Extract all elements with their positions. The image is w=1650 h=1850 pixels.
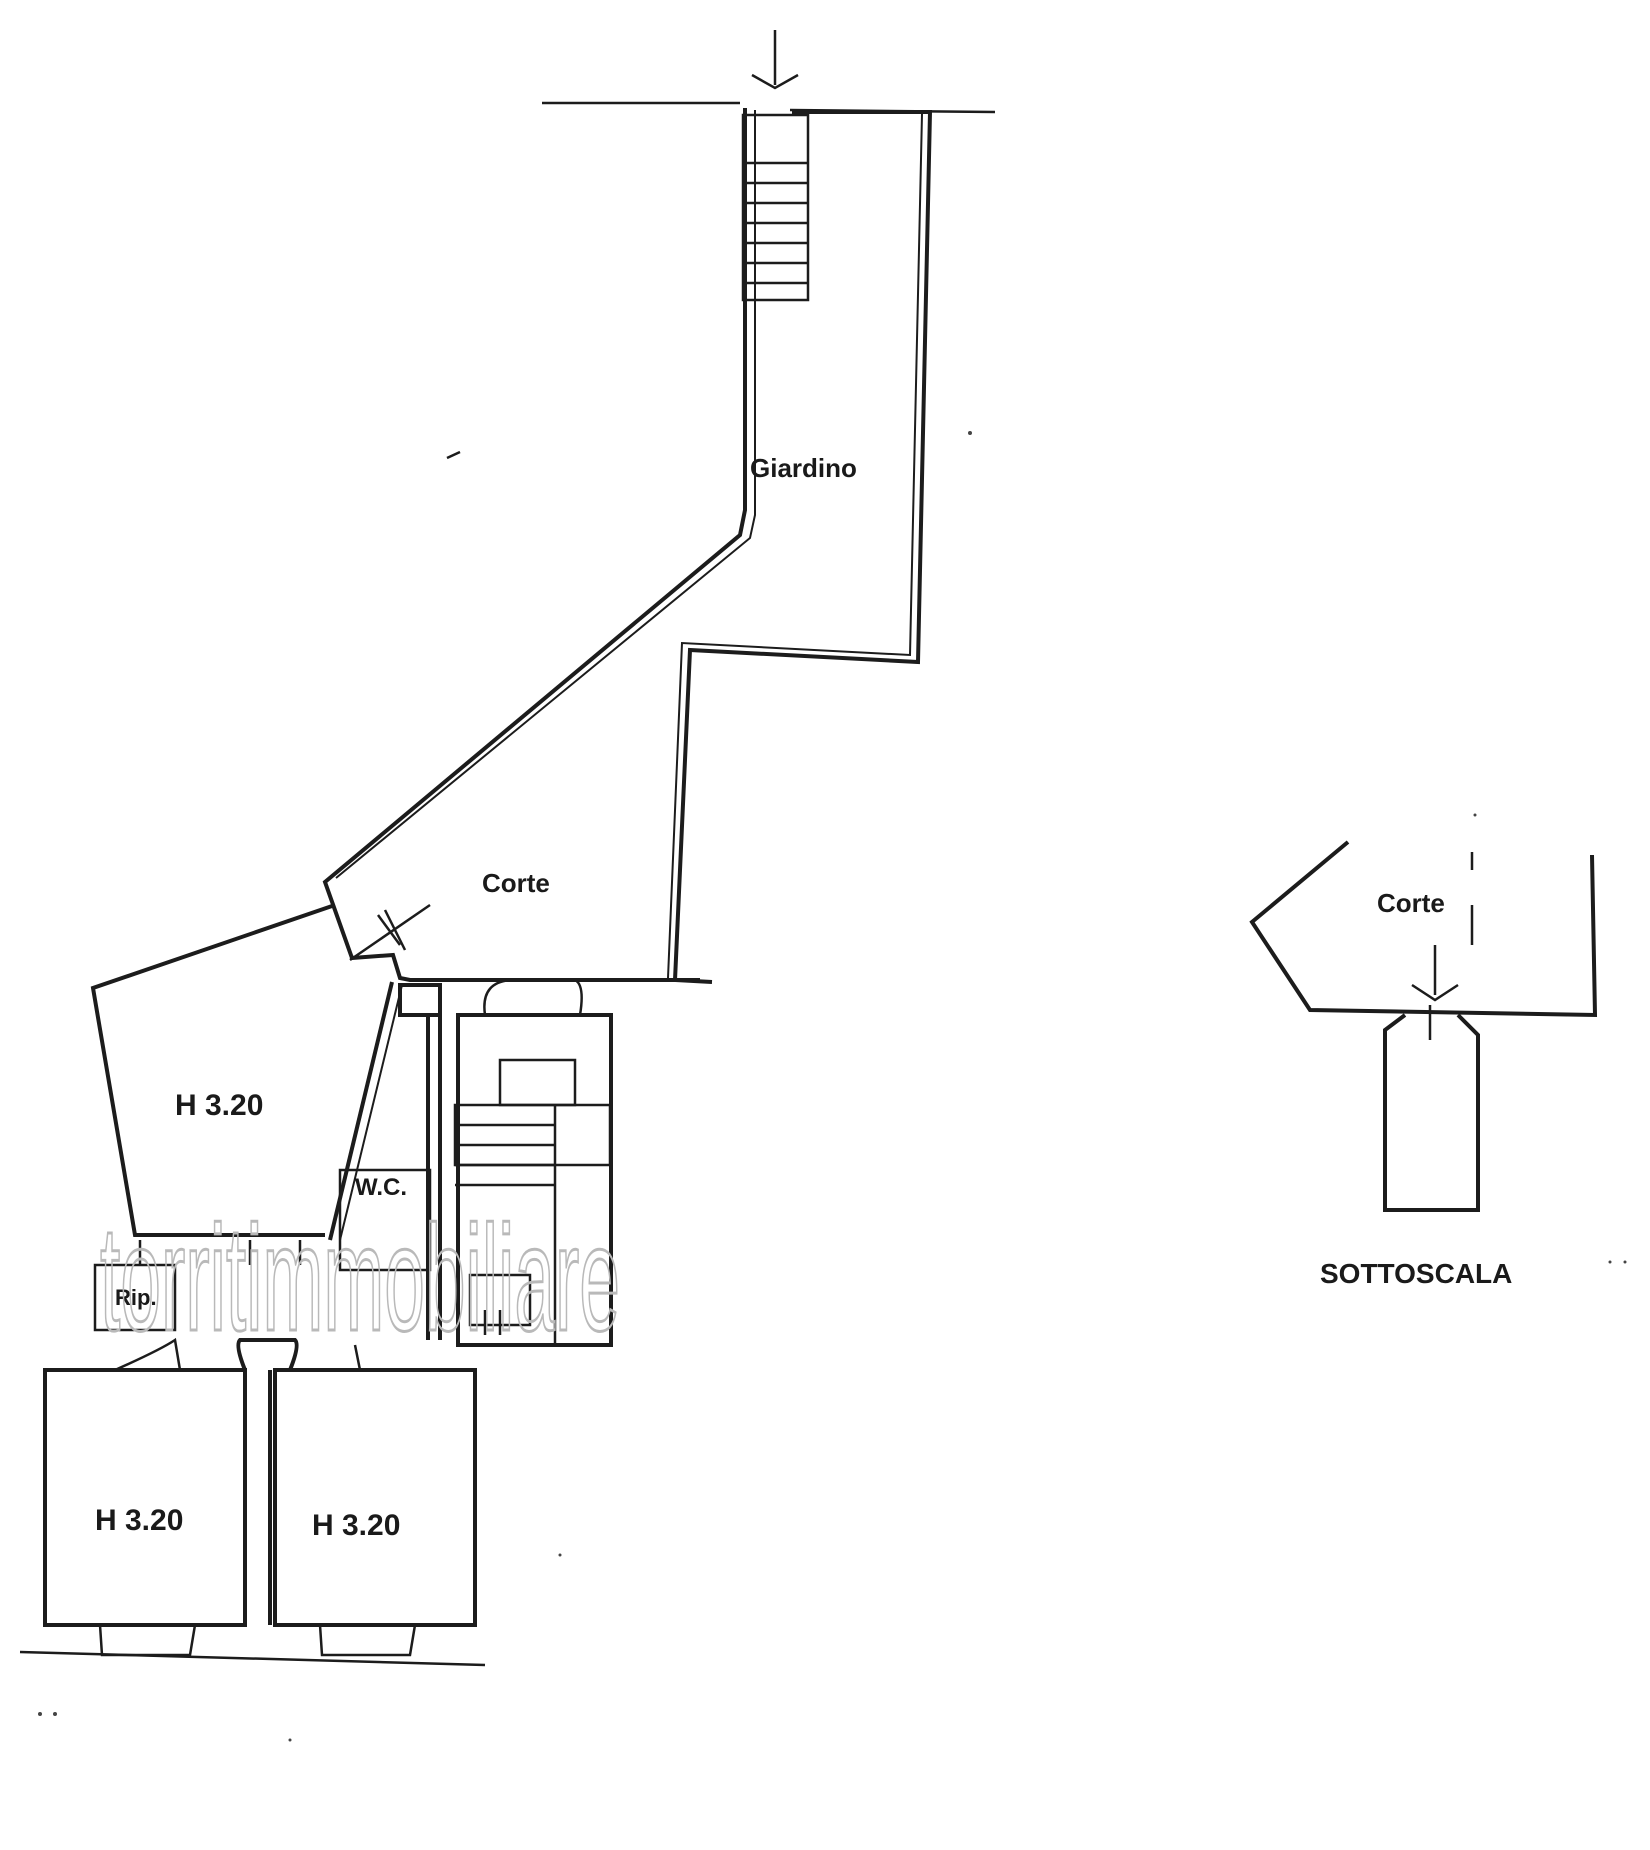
scan-specks	[38, 431, 1627, 1742]
center-column	[236, 1338, 299, 1625]
rip-label: Rip.	[115, 1285, 157, 1310]
inner-stair-block	[453, 978, 613, 1347]
corte-sottoscala-label: Corte	[1377, 888, 1445, 918]
giardino-label: Giardino	[750, 453, 857, 483]
lower-right-room-height-label: H 3.20	[312, 1509, 400, 1542]
garden-stair	[741, 113, 810, 302]
entrance-arrow-top	[751, 30, 799, 90]
sottoscala-room	[1383, 1005, 1480, 1212]
lower-right-room	[273, 1344, 477, 1657]
bottom-street-line	[19, 1650, 486, 1667]
giardino-corte-walls	[322, 108, 933, 984]
sottoscala-corte	[1249, 840, 1598, 1018]
corte-door-arrow	[349, 903, 431, 962]
wc-label: W.C.	[355, 1174, 407, 1201]
sottoscala-entrance-arrow	[1411, 945, 1459, 1002]
sottoscala-title: SOTTOSCALA	[1320, 1258, 1512, 1289]
service-block	[93, 983, 442, 1340]
watermark-text: torritimmobiliare	[100, 1194, 620, 1362]
lower-left-room-height-label: H 3.20	[95, 1504, 183, 1537]
lower-left-room	[43, 1337, 247, 1657]
corte-main-label: Corte	[482, 868, 550, 898]
upper-room-height-label: H 3.20	[175, 1089, 263, 1122]
